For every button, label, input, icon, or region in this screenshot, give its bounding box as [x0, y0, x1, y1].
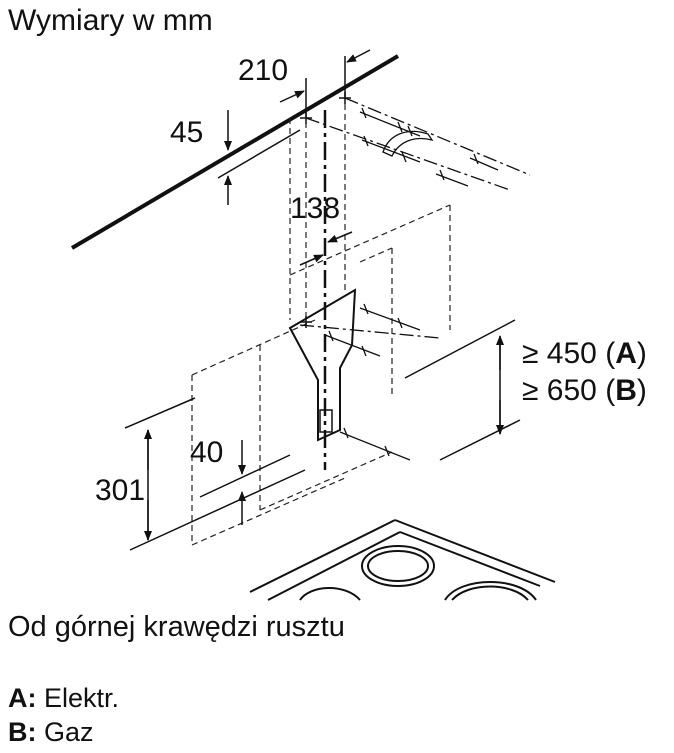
bracket-screws — [299, 303, 441, 461]
legend-item-b: B: Gaz — [8, 717, 94, 748]
anchor-marks — [300, 92, 351, 124]
legend-item-a: A: Elektr. — [8, 683, 119, 714]
legend-text-b: Gaz — [36, 717, 94, 747]
height-gas-label: ≥ 650 (B) — [522, 374, 647, 407]
installation-diagram: 210 45 138 — [70, 49, 647, 601]
legend-key-a: A: — [8, 683, 37, 713]
ceiling-line — [70, 54, 400, 250]
reference-caption: Od górnej krawędzi rusztu — [8, 611, 345, 643]
dimension-40 — [199, 440, 291, 525]
dimension-45-label: 45 — [170, 116, 203, 149]
dimension-301 — [124, 397, 306, 551]
dimension-height — [404, 319, 521, 461]
dimension-40-label: 40 — [190, 436, 223, 469]
legend-text-a: Elektr. — [36, 683, 120, 713]
dimension-210 — [279, 49, 371, 118]
height-electric-label: ≥ 450 (A) — [522, 337, 647, 370]
upper-screws — [305, 97, 531, 191]
dimension-45 — [217, 110, 301, 205]
dimension-138-label: 138 — [290, 192, 340, 225]
chimney-outline — [191, 104, 451, 546]
legend-key-b: B: — [8, 717, 37, 747]
hob — [249, 519, 556, 601]
dimension-138 — [299, 231, 353, 266]
dimension-210-label: 210 — [238, 54, 288, 87]
diagram-title: Wymiary w mm — [8, 4, 213, 37]
wall-bracket — [288, 288, 357, 442]
dimension-301-label: 301 — [95, 474, 145, 507]
bracket-slot — [319, 409, 333, 433]
